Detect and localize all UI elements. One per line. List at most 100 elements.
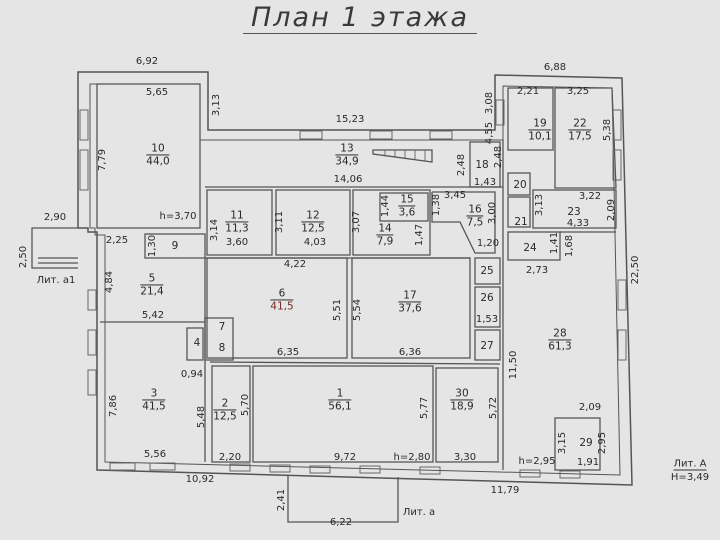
dimension-label: 3,07 — [351, 210, 362, 234]
dimension-label: 4,84 — [104, 270, 115, 294]
dimension-label: 3,30 — [453, 452, 477, 463]
room-area: 12,5 — [301, 222, 325, 235]
room-number: 9 — [171, 239, 179, 252]
room-number: 23 — [567, 205, 581, 218]
room-number: 19 — [528, 117, 552, 131]
room-14-outline — [352, 189, 431, 256]
dimension-label: 6,22 — [329, 517, 353, 528]
room-area: 44,0 — [146, 155, 170, 168]
room-number: 1 — [328, 387, 352, 401]
room-18-outline — [469, 141, 501, 188]
room-label-26: 26 — [478, 292, 495, 304]
outer-wall — [77, 71, 633, 486]
room-area: 18,9 — [450, 400, 474, 413]
room-20-outline — [507, 172, 531, 196]
dimension-label: 3,25 — [566, 86, 590, 97]
room-number: 13 — [335, 142, 359, 156]
room-label-25: 25 — [478, 265, 495, 277]
room-label-23: 23 — [565, 206, 582, 218]
dimension-label: 3,08 — [484, 91, 495, 115]
dimension-label: 1,53 — [475, 314, 499, 325]
room-label-24: 24 — [521, 242, 538, 254]
height-label: h=2,80 — [393, 452, 431, 463]
dimension-label: 6,92 — [135, 56, 159, 67]
section-label: Лит. А — [673, 458, 707, 471]
height-label: h=3,70 — [159, 211, 197, 222]
room-30-outline — [435, 367, 499, 463]
plan-title: План 1 этажа — [0, 2, 720, 34]
dimension-label: 3,13 — [534, 193, 545, 217]
room-21-outline — [507, 196, 531, 228]
room-number: 3 — [142, 387, 166, 401]
dimension-label: 2,90 — [43, 212, 67, 223]
room-number: 18 — [475, 158, 489, 171]
room-area: 41,5 — [142, 400, 166, 413]
room-number: 21 — [514, 215, 528, 228]
room-number: 29 — [579, 436, 593, 449]
dimension-label: 4,55 — [484, 121, 495, 145]
annex-a — [287, 475, 399, 523]
dimension-label: 2,48 — [456, 153, 467, 177]
dimension-label: 2,73 — [525, 265, 549, 276]
room-26-outline — [474, 286, 501, 328]
height-label: H=3,49 — [670, 472, 710, 483]
dimension-label: 1,47 — [414, 223, 425, 247]
room-number: 12 — [301, 209, 325, 223]
room-number: 6 — [270, 287, 294, 301]
room-number: 10 — [146, 142, 170, 156]
dimension-label: 3,13 — [211, 93, 222, 117]
dimension-label: 5,70 — [240, 393, 251, 417]
room-10-outline — [96, 83, 201, 229]
dimension-label: 5,54 — [352, 298, 363, 322]
room-23-outline — [532, 189, 617, 229]
room-number: 25 — [480, 264, 494, 277]
dimension-label: 1,68 — [564, 234, 575, 258]
room-area: 10,1 — [528, 130, 552, 143]
room-area: 12,5 — [213, 410, 237, 423]
room-number: 15 — [398, 193, 416, 207]
dimension-label: 2,95 — [597, 431, 608, 455]
dimension-label: 1,91 — [576, 457, 600, 468]
dimension-label: 14,06 — [333, 174, 363, 185]
dimension-label: 2,21 — [516, 86, 540, 97]
dimension-label: 2,25 — [105, 235, 129, 246]
dimension-label: 1,30 — [147, 234, 158, 258]
dimension-label: 22,50 — [630, 255, 641, 285]
room-number: 4 — [193, 336, 201, 349]
dimension-label: 0,94 — [180, 369, 204, 380]
dimension-label: 5,48 — [196, 405, 207, 429]
room-area: 7,9 — [376, 235, 394, 248]
room-number: 5 — [140, 272, 164, 286]
dimension-label: 2,09 — [578, 402, 602, 413]
dimension-label: 3,60 — [225, 237, 249, 248]
room-label-7: 7 — [217, 321, 228, 333]
dimension-label: 3,15 — [557, 431, 568, 455]
room-number: 30 — [450, 387, 474, 401]
room-number: 26 — [480, 291, 494, 304]
dimension-label: 1,43 — [473, 177, 497, 188]
room-17-outline — [351, 257, 471, 359]
room-area: 17,5 — [568, 130, 592, 143]
room-number: 14 — [376, 222, 394, 236]
room-2-outline — [211, 365, 251, 463]
room-12-outline — [275, 189, 351, 256]
room-label-20: 20 — [511, 179, 528, 191]
dimension-label: 1,20 — [476, 238, 500, 249]
dimension-label: 2,09 — [606, 198, 617, 222]
room-area: 11,3 — [225, 222, 249, 235]
dimension-label: 11,79 — [490, 485, 520, 496]
annex-a1 — [31, 227, 78, 269]
dimension-label: 3,11 — [274, 210, 285, 234]
room-number: 8 — [218, 341, 226, 354]
